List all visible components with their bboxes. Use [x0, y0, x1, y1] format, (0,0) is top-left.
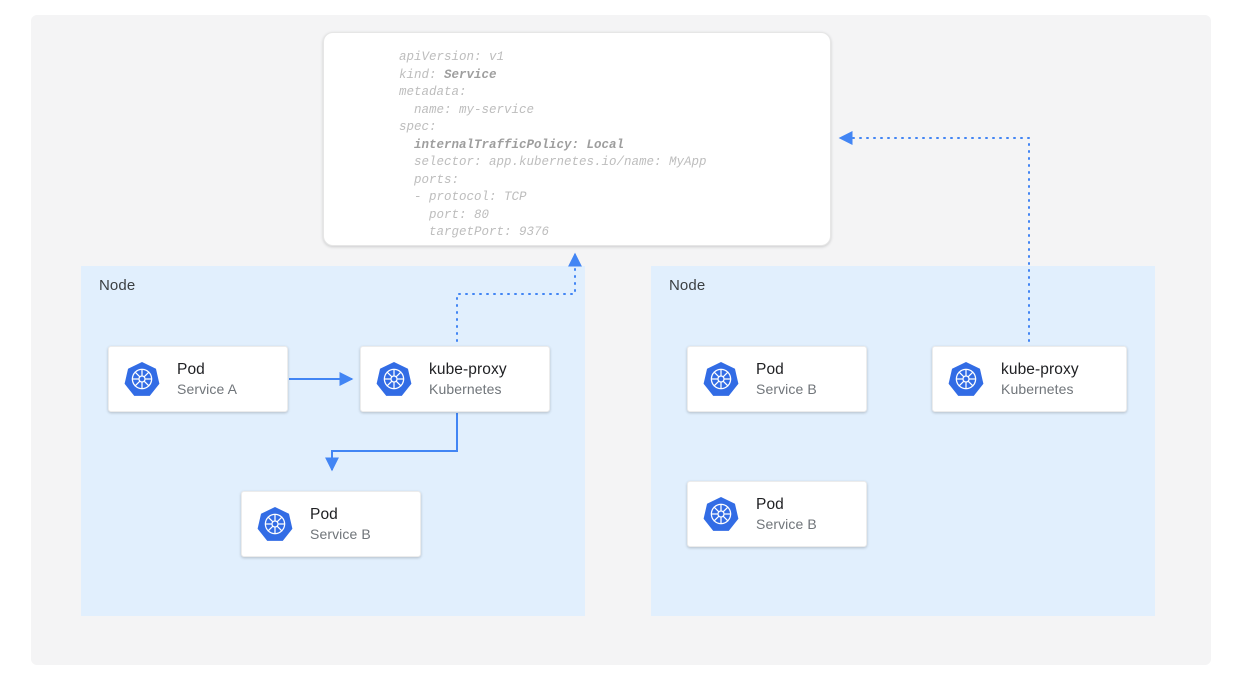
card-pod-service-b-right-1[interactable]: Pod Service B — [687, 346, 867, 412]
kubernetes-icon — [375, 360, 413, 398]
card-text: kube-proxy Kubernetes — [1001, 360, 1079, 399]
card-subtitle: Service B — [756, 515, 817, 532]
card-title: Pod — [177, 360, 205, 378]
card-text: kube-proxy Kubernetes — [429, 360, 507, 399]
kubernetes-icon — [702, 360, 740, 398]
card-title: kube-proxy — [429, 360, 507, 378]
node-panel-right: Node — [651, 266, 1155, 616]
kubernetes-icon — [123, 360, 161, 398]
card-title: Pod — [756, 360, 784, 378]
card-kube-proxy-right[interactable]: kube-proxy Kubernetes — [932, 346, 1127, 412]
card-text: Pod Service A — [177, 360, 237, 399]
card-pod-service-b-right-2[interactable]: Pod Service B — [687, 481, 867, 547]
card-subtitle: Kubernetes — [1001, 380, 1074, 397]
card-pod-service-b-left[interactable]: Pod Service B — [241, 491, 421, 557]
node-panel-left: Node — [81, 266, 585, 616]
card-subtitle: Kubernetes — [429, 380, 502, 397]
card-text: Pod Service B — [756, 495, 817, 534]
card-title: Pod — [310, 505, 338, 523]
card-kube-proxy-left[interactable]: kube-proxy Kubernetes — [360, 346, 550, 412]
card-title: Pod — [756, 495, 784, 513]
kubernetes-icon — [702, 495, 740, 533]
node-label-right: Node — [669, 277, 706, 294]
service-yaml-text: apiVersion: v1 kind: Service metadata: n… — [399, 50, 707, 239]
kubernetes-icon — [947, 360, 985, 398]
card-subtitle: Service B — [310, 525, 371, 542]
kubernetes-icon — [256, 505, 294, 543]
card-text: Pod Service B — [310, 505, 371, 544]
node-label-left: Node — [99, 277, 136, 294]
card-subtitle: Service A — [177, 380, 238, 397]
card-pod-service-a[interactable]: Pod Service A — [108, 346, 288, 412]
service-yaml-card: apiVersion: v1 kind: Service metadata: n… — [323, 32, 831, 246]
card-subtitle: Service B — [756, 380, 817, 397]
card-title: kube-proxy — [1001, 360, 1079, 378]
card-text: Pod Service B — [756, 360, 817, 399]
